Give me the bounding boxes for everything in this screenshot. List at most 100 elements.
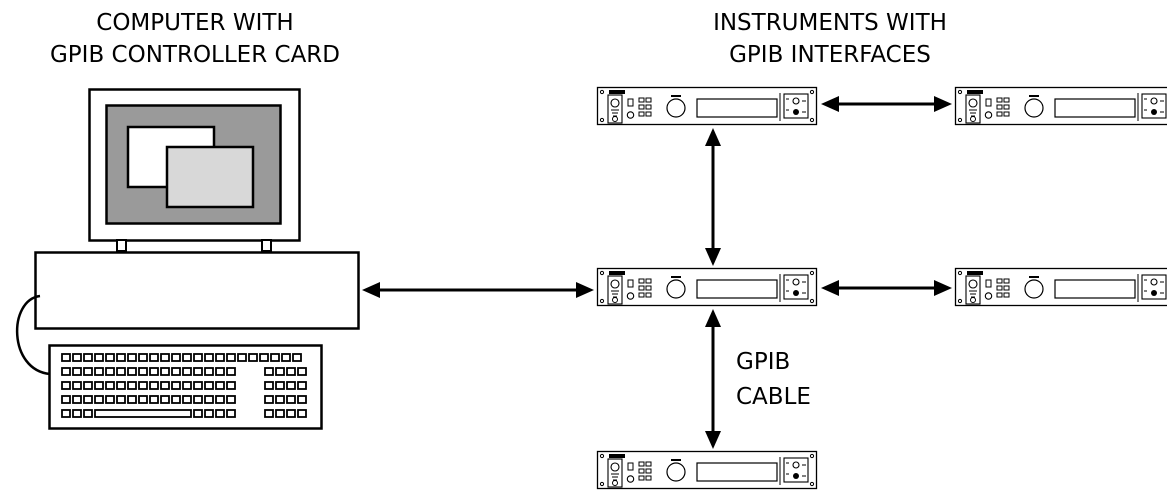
keyboard-key: [215, 395, 225, 404]
screen-window-front: [165, 145, 255, 209]
keyboard-key: [275, 381, 285, 390]
keyboard-key: [94, 395, 104, 404]
keyboard-key: [171, 395, 181, 404]
keyboard-key: [61, 367, 71, 376]
keyboard-keys: [61, 353, 307, 418]
keyboard-key: [83, 367, 93, 376]
keyboard-key: [226, 381, 236, 390]
cable-middle-left-to-middle-right: [821, 280, 952, 296]
keyboard-key: [248, 353, 258, 362]
keyboard-key: [264, 367, 274, 376]
keyboard-key: [264, 381, 274, 390]
keyboard-key: [215, 381, 225, 390]
keyboard-key: [259, 353, 269, 362]
keyboard-key: [193, 409, 203, 418]
keyboard-key: [215, 367, 225, 376]
keyboard-key: [226, 353, 236, 362]
computer-label-line1: COMPUTER WITH: [96, 10, 294, 36]
keyboard-key: [160, 367, 170, 376]
system-unit: [34, 251, 360, 330]
instruments-label-line2: GPIB INTERFACES: [729, 42, 931, 68]
keyboard-key: [105, 395, 115, 404]
cable-label-line2: CABLE: [736, 384, 811, 410]
keyboard-key: [193, 381, 203, 390]
instrument-middle-left: [596, 267, 818, 307]
arrow-head: [934, 96, 952, 112]
keyboard-key: [105, 381, 115, 390]
keyboard-key: [149, 395, 159, 404]
keyboard-key: [204, 395, 214, 404]
keyboard-key: [286, 395, 296, 404]
cable-computer-to-middle: [362, 282, 594, 298]
keyboard-key: [72, 353, 82, 362]
keyboard-key: [138, 353, 148, 362]
keyboard-key: [182, 395, 192, 404]
keyboard-key: [160, 381, 170, 390]
keyboard-key: [171, 353, 181, 362]
arrow-head: [705, 248, 721, 266]
instrument-top-left: [596, 86, 818, 126]
keyboard-key: [105, 367, 115, 376]
keyboard-key: [297, 409, 307, 418]
keyboard-key: [138, 381, 148, 390]
keyboard-key: [297, 381, 307, 390]
keyboard-key: [127, 353, 137, 362]
keyboard-key: [160, 395, 170, 404]
arrow-head: [576, 282, 594, 298]
keyboard-key: [149, 353, 159, 362]
keyboard-key: [149, 381, 159, 390]
keyboard-key: [204, 367, 214, 376]
arrow-head: [934, 280, 952, 296]
keyboard-key: [204, 381, 214, 390]
keyboard-key: [72, 381, 82, 390]
computer: [15, 88, 360, 430]
keyboard-key: [286, 409, 296, 418]
keyboard-key: [182, 353, 192, 362]
keyboard-key: [116, 353, 126, 362]
cable-middle-to-bottom: [705, 309, 721, 449]
keyboard-key: [61, 409, 71, 418]
keyboard-key: [149, 367, 159, 376]
cable-label-line1: GPIB: [736, 349, 791, 375]
cable-top-left-to-top-right: [821, 96, 952, 112]
keyboard-key: [226, 367, 236, 376]
keyboard-key: [226, 409, 236, 418]
keyboard-key: [204, 353, 214, 362]
keyboard-key: [297, 395, 307, 404]
instrument-top-right: [954, 86, 1167, 126]
arrow-head: [362, 282, 380, 298]
keyboard-key: [270, 353, 280, 362]
keyboard-key: [127, 381, 137, 390]
keyboard-key: [72, 367, 82, 376]
keyboard-key: [171, 367, 181, 376]
keyboard-key: [171, 381, 181, 390]
keyboard-key: [94, 409, 192, 418]
keyboard-key: [193, 395, 203, 404]
keyboard-key: [94, 381, 104, 390]
keyboard-key: [237, 353, 247, 362]
keyboard-key: [83, 381, 93, 390]
keyboard-key: [160, 353, 170, 362]
keyboard-key: [215, 409, 225, 418]
keyboard-key: [182, 367, 192, 376]
arrow-head: [705, 431, 721, 449]
keyboard-key: [72, 395, 82, 404]
keyboard-key: [72, 409, 82, 418]
instruments-label-line1: INSTRUMENTS WITH: [713, 10, 947, 36]
keyboard-key: [127, 367, 137, 376]
keyboard-key: [264, 395, 274, 404]
keyboard-key: [83, 409, 93, 418]
keyboard-key: [127, 395, 137, 404]
keyboard-key: [94, 367, 104, 376]
keyboard-key: [264, 409, 274, 418]
instrument-middle-right: [954, 267, 1167, 307]
keyboard-key: [61, 395, 71, 404]
keyboard-key: [138, 395, 148, 404]
arrow-head: [821, 96, 839, 112]
keyboard-key: [61, 381, 71, 390]
keyboard-key: [204, 409, 214, 418]
keyboard-key: [275, 409, 285, 418]
keyboard-key: [83, 353, 93, 362]
